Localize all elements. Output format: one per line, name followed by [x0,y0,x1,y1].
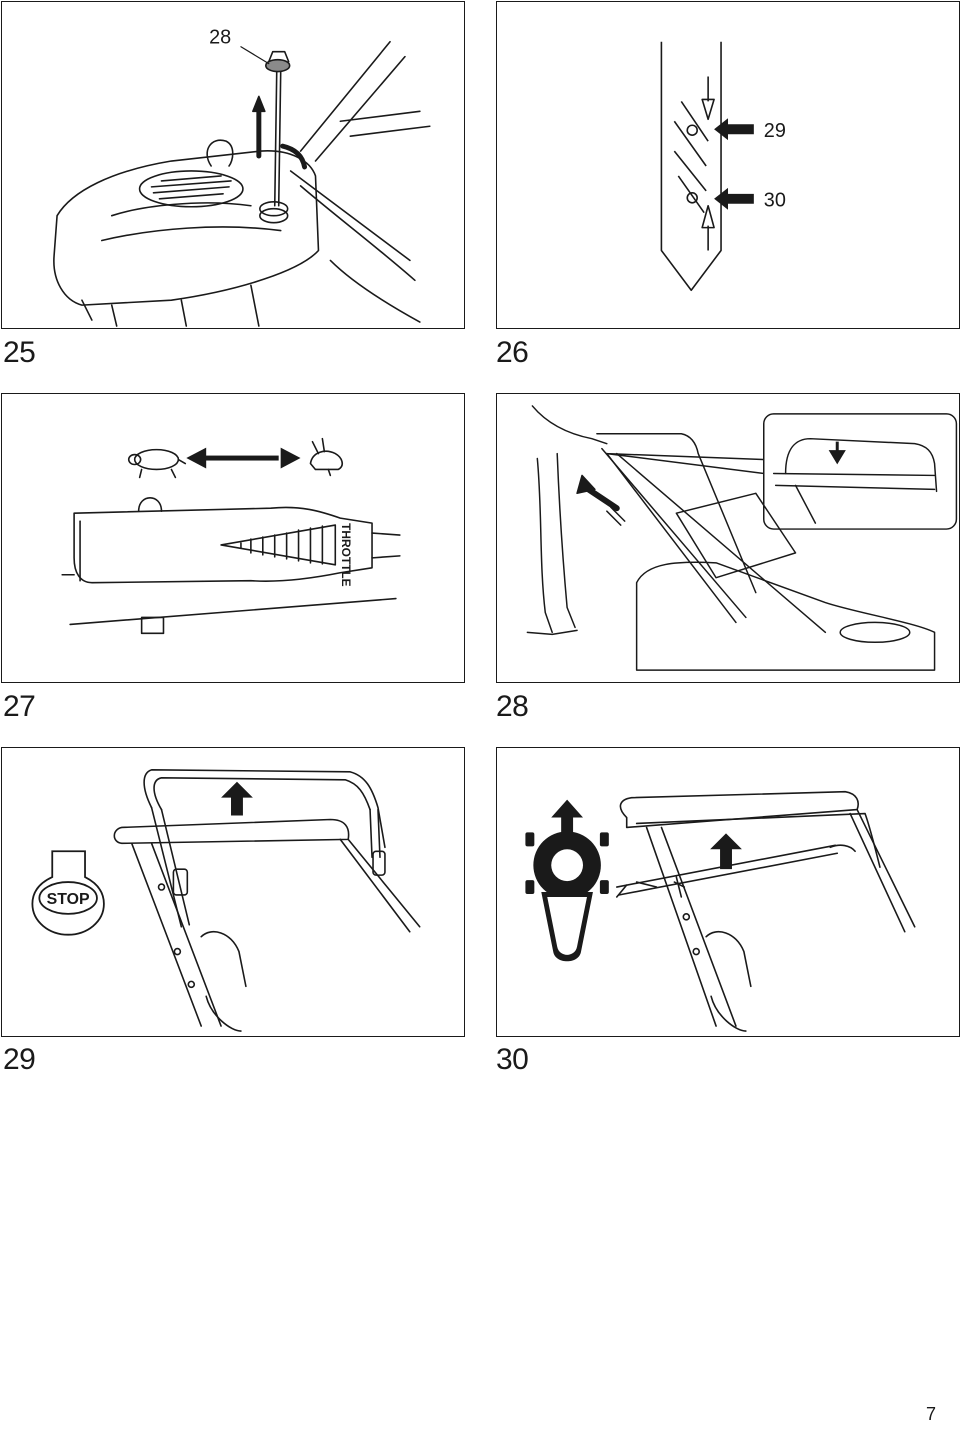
figure-number-25: 25 [3,336,36,369]
handle-bar-stop-illustration: STOP [31,769,421,1032]
stop-label: STOP [47,891,90,908]
callout-29: 29 [764,120,786,142]
figure-number-26: 26 [496,336,529,369]
page-number: 7 [925,1404,936,1424]
mower-direction-icon [525,799,609,962]
figure-30-panel [496,747,960,1037]
callout-30: 30 [764,190,786,212]
figure-26-panel: 29 30 [496,1,960,329]
throttle-control-illustration: THROTTLE [61,437,401,635]
turtle-icon [127,448,187,479]
figure-number-27: 27 [3,690,36,723]
engine-dipstick-illustration: 28 [53,27,431,327]
figure-27-panel: THROTTLE [1,393,465,683]
throttle-label: THROTTLE [339,523,353,587]
figure-28-panel [496,393,960,683]
figure-29-panel: STOP [1,747,465,1037]
rabbit-icon [309,437,344,477]
figure-number-29: 29 [3,1043,36,1076]
figure-number-30: 30 [496,1043,529,1076]
callout-28: 28 [209,27,231,49]
figure-25-panel: 28 [1,1,465,329]
figure-number-28: 28 [496,690,529,723]
mower-operator-illustration [526,405,958,671]
drive-lever-illustration [525,790,916,1032]
dipstick-level-illustration: 29 30 [660,41,786,292]
